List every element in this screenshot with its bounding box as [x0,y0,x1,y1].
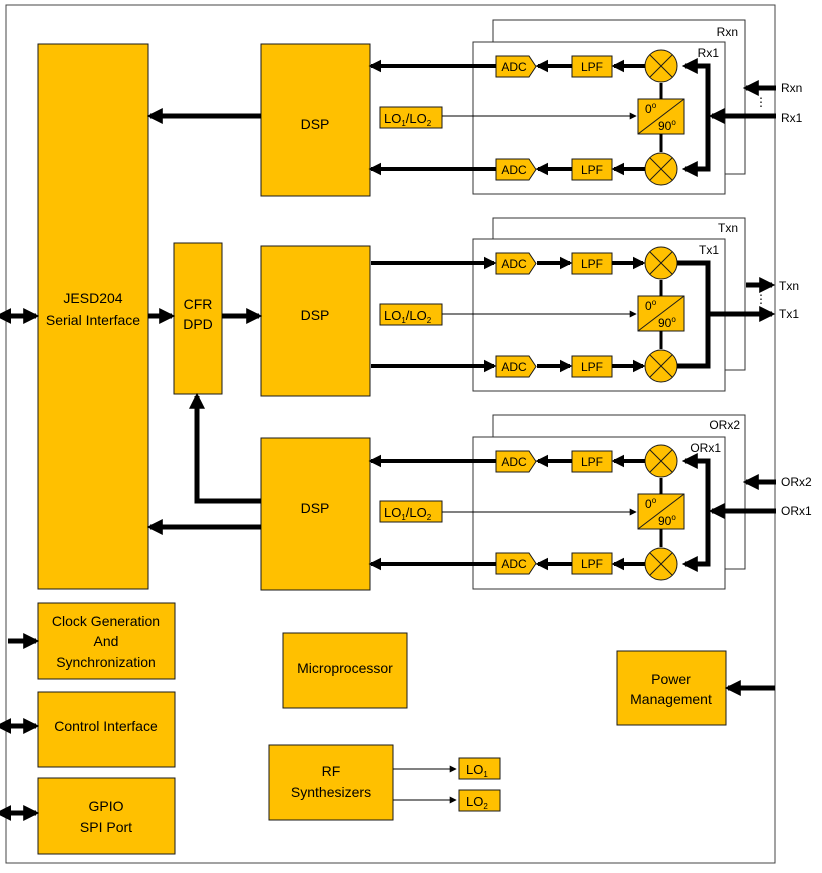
svg-text:LPF: LPF [581,257,603,271]
svg-text:ADC: ADC [501,163,527,177]
dsp-label: DSP [301,500,330,516]
svg-text:SPI Port: SPI Port [80,819,132,835]
phase-splitter-tx: 0o 90o [637,295,685,332]
orx-channel: ORx2 ORx1 ADC LPF 0o 90o LPF [368,414,776,590]
lpf-rx-q: LPF [571,158,613,181]
adc-rx-q: ADC [495,158,537,181]
tx-back-label: Txn [718,221,738,235]
phase-splitter-orx: 0o 90o [637,493,685,530]
svg-text:LO1: LO1 [466,762,488,779]
svg-text:RF: RF [322,763,341,779]
lo1-output-label: LO1 [458,757,501,780]
rx-ellipsis: ⋮ [755,95,767,109]
power-management-block: Power Management [616,650,727,726]
svg-text:LPF: LPF [581,163,603,177]
lo-select-tx: LO1/LO2 [379,303,443,326]
svg-text:LPF: LPF [581,360,603,374]
svg-text:0o: 0o [645,101,657,116]
svg-text:Management: Management [630,691,712,707]
tx-port-top: Txn [779,279,799,293]
orx-port-bottom: ORx1 [781,504,812,518]
svg-text:0o: 0o [645,496,657,511]
clock-generation-block: Clock Generation And Synchronization [37,602,176,680]
tx-front-label: Tx1 [699,243,719,257]
adc-orx-q: ADC [495,552,537,575]
svg-text:Clock Generation: Clock Generation [52,613,160,629]
svg-text:90o: 90o [658,513,676,528]
svg-text:90o: 90o [658,118,676,133]
svg-text:LO2: LO2 [466,794,488,811]
adc-rx-i: ADC [495,55,537,78]
lpf-orx-q: LPF [571,552,613,575]
svg-text:LO1/LO2: LO1/LO2 [384,111,432,128]
mixer-orx-i [644,444,678,478]
chip-boundary [5,4,776,864]
control-interface-block: Control Interface [37,691,176,768]
svg-text:ADC: ADC [501,60,527,74]
jesd204-label-line2: Serial Interface [46,312,140,328]
orx-port-top: ORx2 [781,475,812,489]
svg-text:Control Interface: Control Interface [54,718,158,734]
dpd-label: DPD [183,316,213,332]
dsp-orx-to-cfr-arrow [188,392,261,504]
lpf-orx-i: LPF [571,450,613,473]
svg-text:ADC: ADC [501,257,527,271]
svg-text:LO1/LO2: LO1/LO2 [384,308,432,325]
rx-channel: Rxn Rx1 ADC LPF 0o 90o [368,19,776,195]
rx-front-label: Rx1 [698,46,720,60]
mixer-orx-q [644,547,678,581]
lo-select-rx: LO1/LO2 [379,106,443,129]
svg-text:0o: 0o [645,298,657,313]
orx-front-label: ORx1 [690,441,721,455]
lo-select-orx: LO1/LO2 [379,500,443,523]
rx-back-label: Rxn [717,25,738,39]
lpf-rx-i: LPF [571,55,613,78]
dsp-block-rx: DSP [260,43,371,197]
orx-back-label: ORx2 [709,418,740,432]
mixer-tx-i [644,246,678,280]
mixer-tx-q [644,349,678,383]
svg-text:ADC: ADC [501,455,527,469]
lo2-output-label: LO2 [458,789,501,812]
mixer-rx-q [644,152,678,186]
dsp-block-orx: DSP [260,437,371,591]
svg-text:GPIO: GPIO [88,798,123,814]
svg-text:ADC: ADC [501,557,527,571]
adc-tx-i: ADC [495,252,537,275]
tx-channel: Txn Tx1 ADC LPF 0o 90o LPF [371,217,776,392]
svg-text:90o: 90o [658,315,676,330]
cfr-label: CFR [184,296,213,312]
svg-text:Synchronization: Synchronization [56,654,156,670]
svg-text:LO1/LO2: LO1/LO2 [384,505,432,522]
svg-text:Synthesizers: Synthesizers [291,784,371,800]
svg-text:LPF: LPF [581,557,603,571]
lpf-tx-q: LPF [571,355,613,378]
svg-text:Microprocessor: Microprocessor [297,660,393,676]
adc-orx-i: ADC [495,450,537,473]
dsp-block-tx: DSP [260,245,371,397]
lpf-tx-i: LPF [571,252,613,275]
svg-text:And: And [94,633,119,649]
svg-text:LPF: LPF [581,455,603,469]
gpio-spi-block: GPIO SPI Port [37,777,176,855]
dsp-label: DSP [301,116,330,132]
tx-ellipsis: ⋮ [755,292,767,306]
svg-text:Power: Power [651,671,691,687]
microprocessor-block: Microprocessor [282,632,408,709]
cfr-dpd-block: CFR DPD [173,242,223,395]
svg-text:LPF: LPF [581,60,603,74]
dsp-label: DSP [301,307,330,323]
adc-tx-q: ADC [495,355,537,378]
jesd204-label-line1: JESD204 [63,290,122,306]
rx-port-bottom: Rx1 [781,111,803,125]
mixer-rx-i [644,49,678,83]
rx-port-top: Rxn [781,81,802,95]
rf-synthesizers-block: RF Synthesizers [268,744,394,821]
jesd204-block: JESD204 Serial Interface [37,43,149,590]
tx-port-bottom: Tx1 [779,307,799,321]
svg-text:ADC: ADC [501,360,527,374]
phase-splitter-rx: 0o 90o [637,98,685,135]
